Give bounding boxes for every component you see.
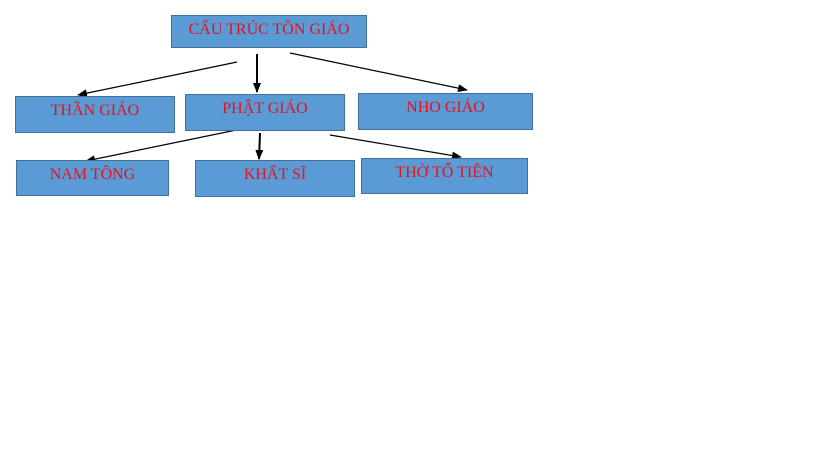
arrow-root-to-than-giao: [77, 61, 238, 98]
node-nam-tong: NAM TÔNG: [16, 160, 169, 196]
arrow-root-to-nho-giao: [289, 52, 468, 93]
node-nho-giao: NHO GIÁO: [358, 93, 533, 130]
node-root: CẤU TRÚC TÔN GIÁO: [171, 15, 367, 48]
node-tho-to-tien: THỜ TỔ TIÊN: [361, 158, 528, 194]
node-than-giao: THẦN GIÁO: [15, 96, 175, 133]
node-nho-giao-label: NHO GIÁO: [406, 99, 485, 116]
arrow-phat-to-khat-si: [255, 132, 264, 160]
node-phat-giao: PHẬT GIÁO: [185, 94, 345, 131]
node-nam-tong-label: NAM TÔNG: [49, 166, 136, 183]
arrow-phat-to-nam-tong: [85, 127, 247, 164]
node-tho-to-tien-label: THỜ TỔ TIÊN: [395, 164, 494, 181]
node-than-giao-label: THẦN GIÁO: [50, 102, 140, 119]
node-root-label: CẤU TRÚC TÔN GIÁO: [188, 21, 350, 38]
node-phat-giao-label: PHẬT GIÁO: [222, 100, 308, 117]
node-khat-si-label: KHẤT SĨ: [243, 166, 307, 183]
arrow-phat-to-tho-to-tien: [329, 134, 462, 160]
node-khat-si: KHẤT SĨ: [195, 160, 355, 197]
